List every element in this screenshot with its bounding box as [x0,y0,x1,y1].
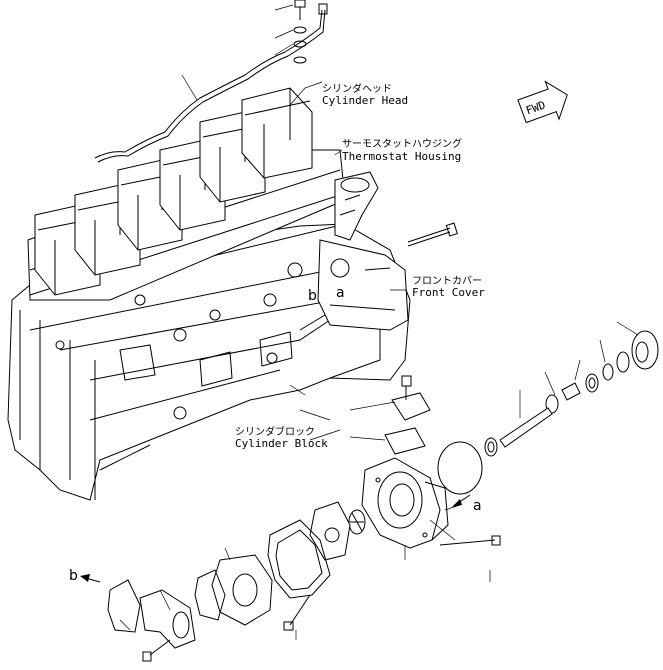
outlet-cover [211,554,273,626]
fwd-arrow-icon: FWD [517,80,568,124]
pump-bolt-2 [283,594,311,631]
banjo-bolt [274,0,307,64]
pump-cover-plate [309,501,351,561]
arrow-b-outlet [80,574,101,583]
outlet-flange-gasket [107,579,141,633]
letter-b-engine: b [308,288,317,304]
snap-ring [616,351,630,373]
bearing-1 [585,373,599,393]
valve-cover-6 [241,87,313,179]
spacer [561,382,581,401]
front-cover-jp-label: フロントカバー [412,275,482,287]
cover-gasket-lower [384,427,426,455]
cylinder-head-en-label: Cylinder Head [322,94,408,107]
pump-bolt-1 [439,535,501,546]
leader-lines [119,81,606,640]
letter-b-outlet: b [69,568,78,584]
front-cover-en-label: Front Cover [412,286,485,299]
fuel-pipe [94,3,328,163]
seal-ring [602,363,614,381]
front-cover [317,239,409,331]
letter-a-pump: a [473,498,482,514]
thermostat-housing [334,171,379,241]
cylinder-block-jp-label: シリンダブロック [235,425,315,438]
water-pump-body [361,457,449,549]
shaft-seal [484,437,498,457]
thermostat-en-label: Thermostat Housing [342,150,461,163]
thermostat-jp-label: サーモスタットハウジング [342,137,462,150]
outlet-gasket [194,569,226,621]
fwd-label: FWD [524,98,547,117]
cylinder-head [27,87,346,301]
letter-a-engine: a [336,285,345,301]
pump-gasket [267,519,331,599]
cylinder-head-jp-label: シリンダヘッド [322,82,392,95]
elbow-bolt [142,639,171,662]
outlet-elbow [139,589,196,649]
pump-shaft [499,407,553,448]
impeller [348,509,366,535]
pump-pulley [616,321,659,370]
cylinder-block-en-label: Cylinder Block [235,437,328,450]
arrow-a-pump [452,494,471,507]
long-bolt [407,222,458,247]
pump-gasket-ring [437,441,483,495]
bearing-2 [545,394,559,414]
cover-plate-upper [391,375,431,421]
